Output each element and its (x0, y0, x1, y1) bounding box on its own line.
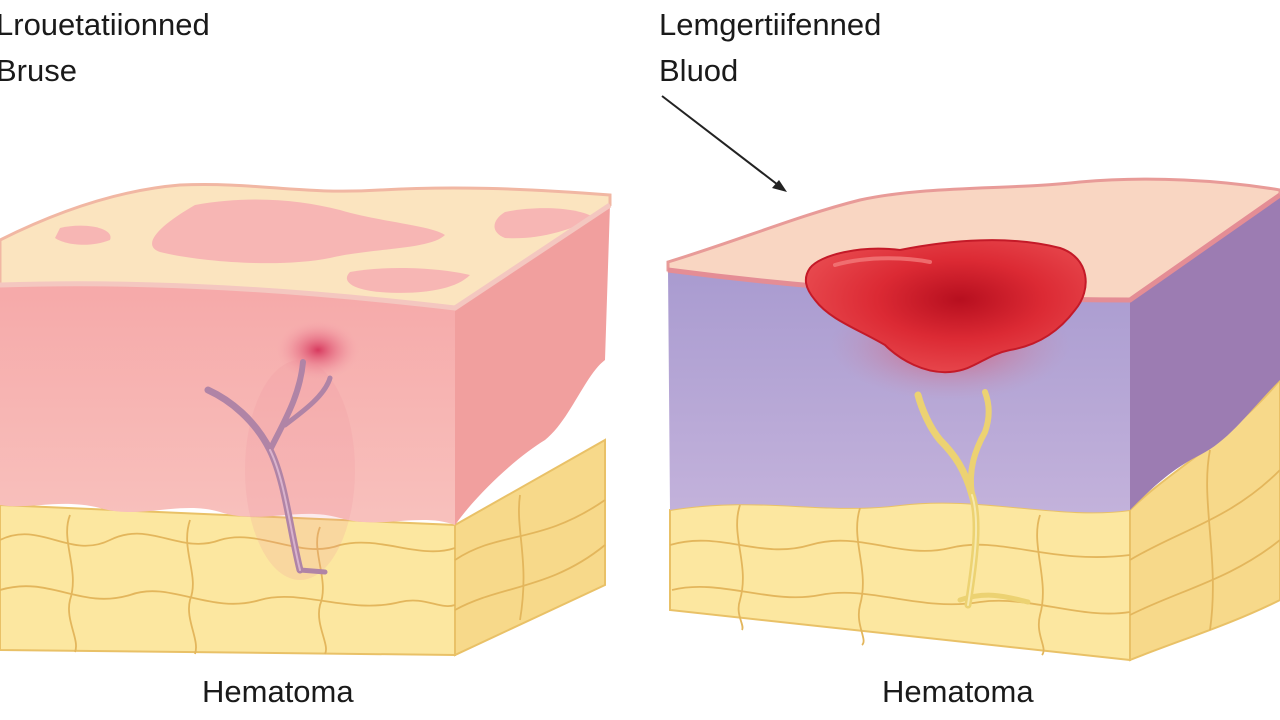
hematoma-highlight (833, 256, 932, 267)
left-skin-block (0, 183, 612, 657)
right-panel-subtitle: Bluod (659, 53, 739, 88)
left-bruise-spot (276, 320, 360, 380)
left-fat-cells (0, 494, 606, 655)
left-bruise-patches (55, 199, 595, 293)
left-panel-caption: Hematoma (202, 674, 354, 709)
hematoma-pool (804, 239, 1087, 374)
arrow-pointer-icon (661, 95, 787, 192)
right-skin-block (666, 177, 1280, 662)
right-fat-cells (669, 449, 1280, 656)
right-fat-layer (669, 501, 1131, 662)
left-bruise-haze (245, 360, 355, 580)
left-panel-title: Lrouetatiionned (0, 7, 210, 42)
right-blood-vessel (914, 389, 1031, 609)
left-fat-layer (0, 503, 456, 657)
left-fat-side (454, 438, 606, 657)
right-fat-side (1129, 378, 1280, 662)
left-epidermis-edge (0, 202, 612, 311)
left-blood-vessel (204, 359, 333, 575)
right-panel-caption: Hematoma (882, 674, 1034, 709)
left-panel-subtitle: Bruse (0, 53, 77, 88)
right-panel-title: Lemgertiifenned (659, 7, 882, 42)
